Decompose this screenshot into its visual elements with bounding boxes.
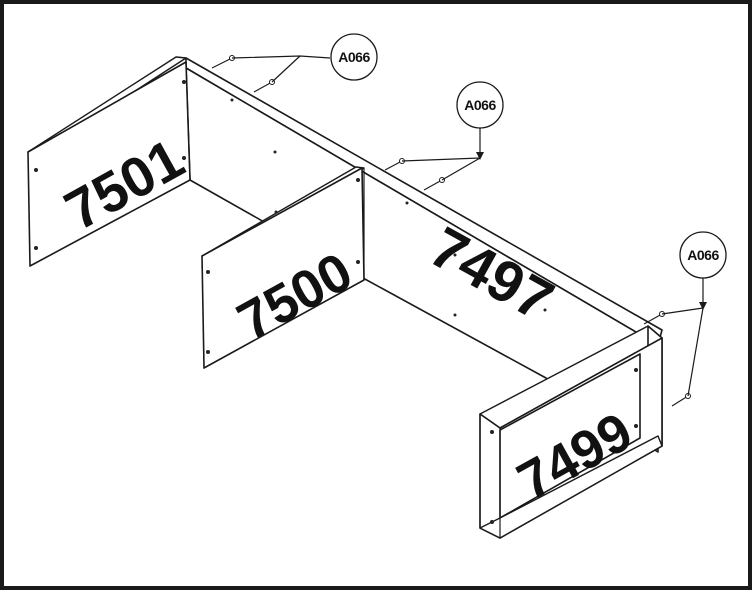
screw-icon	[643, 311, 665, 325]
screw-icon	[384, 158, 405, 171]
part-callout-label: A066	[464, 97, 496, 113]
callout-leaders	[231, 55, 707, 397]
right-box-assembly: 7499	[479, 325, 663, 539]
part-callout-right: A066	[679, 231, 727, 279]
screw-icon	[423, 177, 445, 191]
left-end-panel: 7501	[27, 56, 194, 267]
part-callout-label: A066	[687, 247, 719, 263]
part-callout-top-left: A066	[330, 33, 378, 81]
part-callout-top-middle: A066	[456, 81, 504, 129]
part-callout-label: A066	[338, 49, 370, 65]
screw-icon	[211, 55, 235, 69]
screw-icon	[253, 79, 275, 93]
